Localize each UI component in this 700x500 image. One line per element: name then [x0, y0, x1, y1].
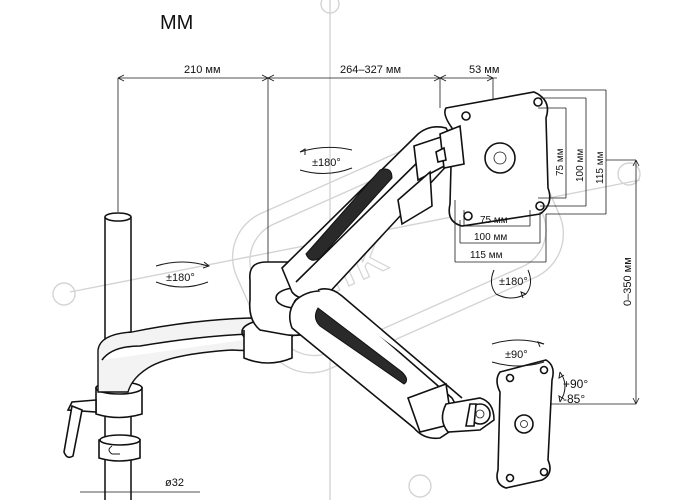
vesa-vertical-dim-lines [538, 89, 607, 215]
lower-arm [288, 288, 463, 440]
tilt-down-label: -85° [563, 392, 585, 406]
dim-264-327-label: 264–327 мм [340, 64, 401, 76]
swivel-rotation-label: ±90° [505, 349, 528, 361]
vesa-plate-bottom [496, 359, 554, 489]
base-arm-rotation: ±180° [155, 261, 211, 288]
dim-210-label: 210 мм [184, 64, 221, 76]
head-rotation: ±180° [490, 269, 532, 299]
base-arm-rotation-label: ±180° [166, 272, 195, 284]
upper-arm-rotation: ±180° [299, 146, 353, 174]
tilt-head [441, 397, 495, 433]
vesa-v-100-label: 100 мм [575, 149, 586, 182]
vesa-v-75-label: 75 мм [555, 148, 566, 176]
pole-diameter-label: ø32 [165, 477, 184, 489]
vesa-v-115-label: 115 мм [595, 151, 606, 184]
dim-53-label: 53 мм [469, 64, 499, 76]
tilt-up-label: +90° [563, 377, 588, 391]
vesa-horizontal-dim-lines [454, 200, 547, 263]
vesa-plate-top [435, 91, 551, 227]
upper-arm-rotation-label: ±180° [312, 157, 341, 169]
tilt-rotation: +90° -85° [558, 371, 588, 406]
swivel-rotation: ±90° [491, 339, 545, 367]
vesa-h-100-label: 100 мм [474, 232, 507, 243]
height-range-label: 0–350 мм [622, 257, 634, 306]
head-rotation-label: ±180° [499, 276, 528, 288]
units-title: ММ [160, 12, 193, 34]
height-dim-lines [540, 159, 640, 405]
vesa-h-75-label: 75 мм [480, 215, 508, 226]
vesa-h-115-label: 115 мм [470, 250, 503, 261]
